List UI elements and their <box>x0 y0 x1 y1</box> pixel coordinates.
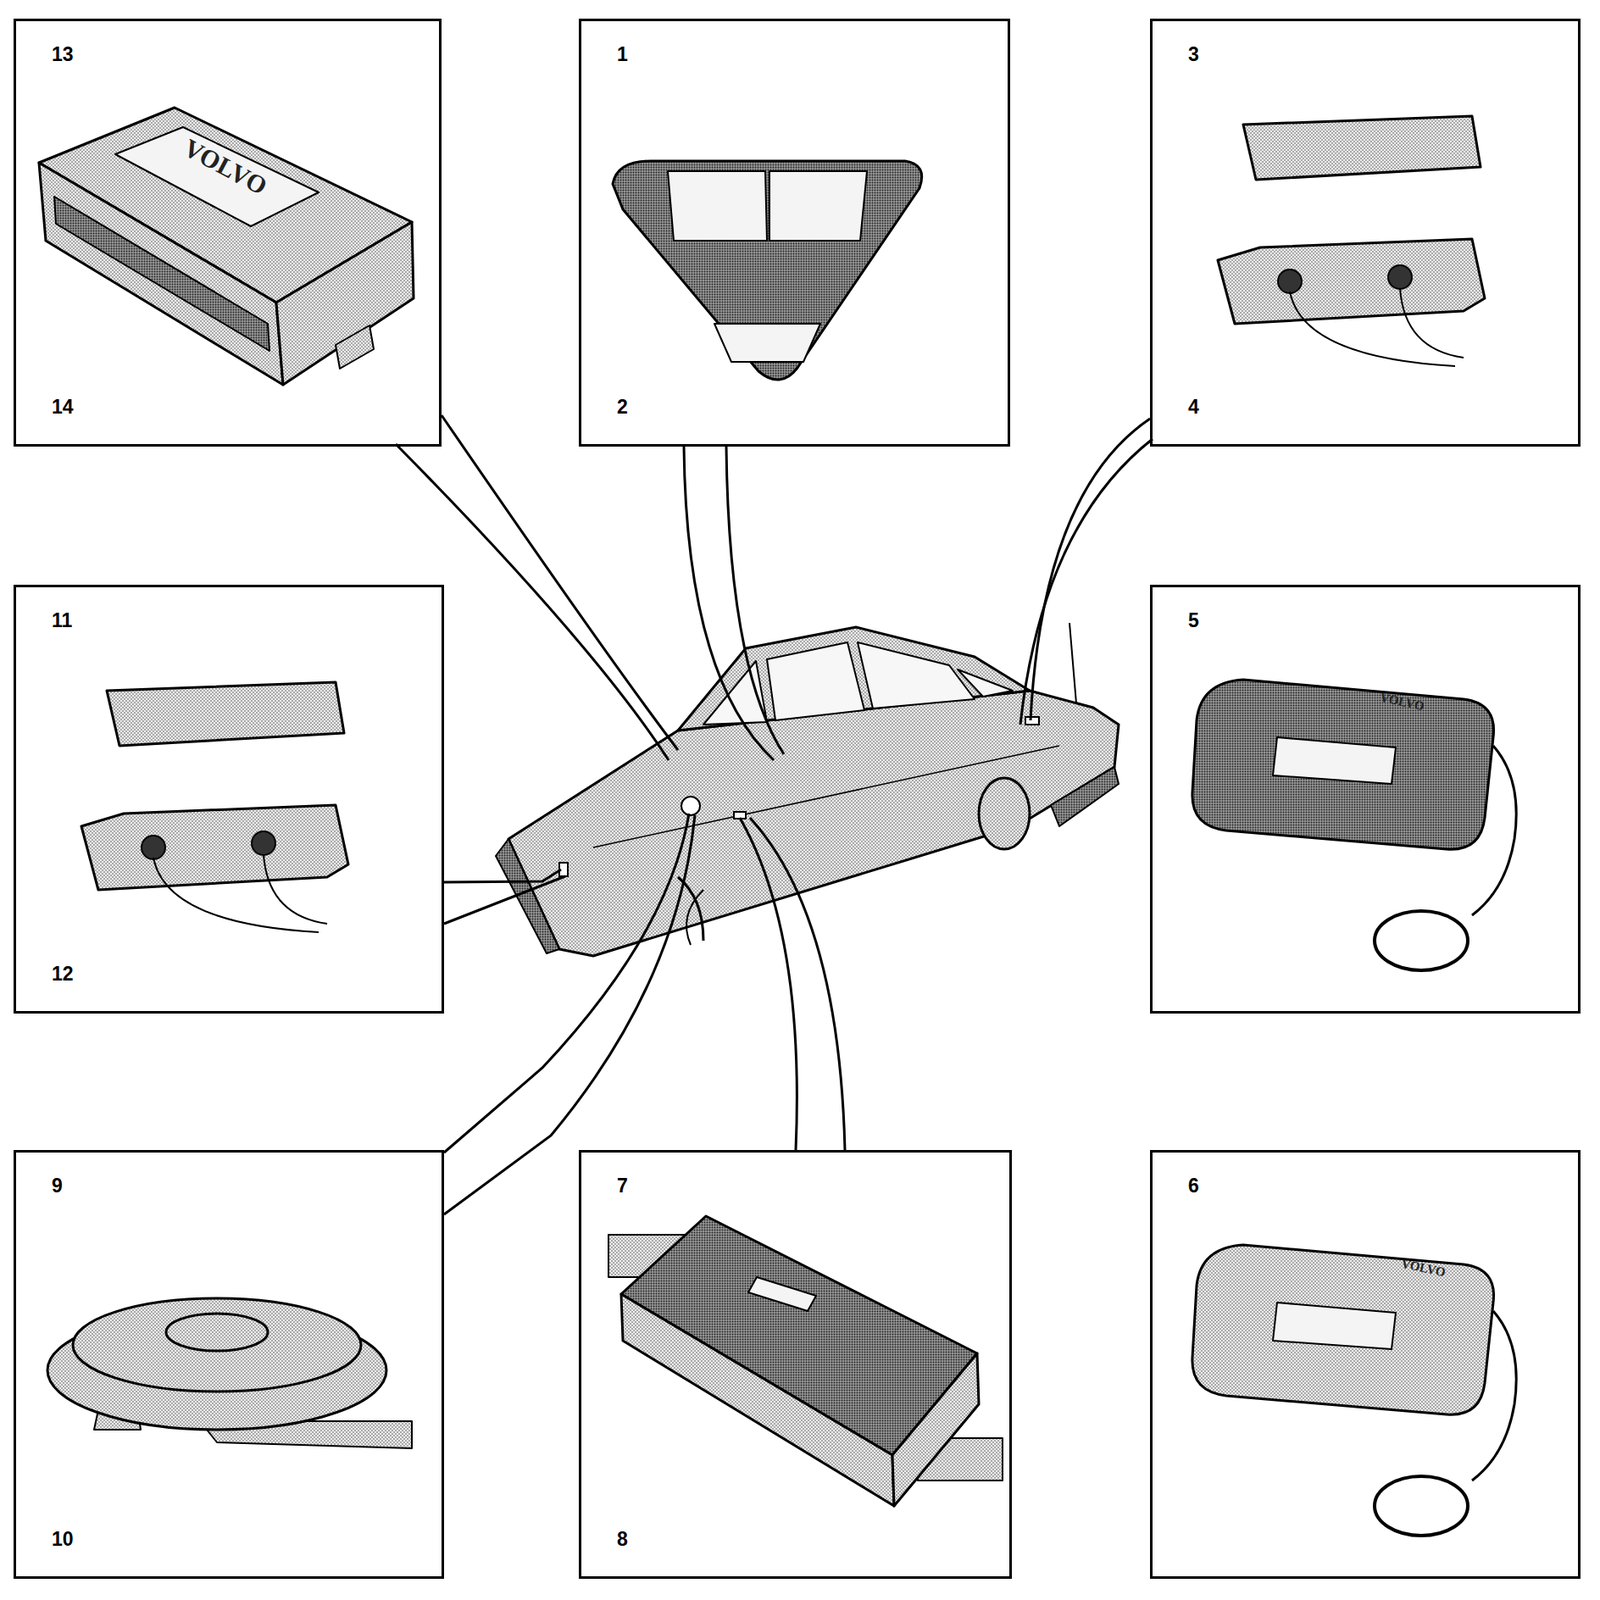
terminal <box>1277 269 1302 294</box>
key-chain <box>1472 745 1517 916</box>
callout-number: 7 <box>616 1174 628 1198</box>
leader-line <box>683 446 774 761</box>
wheel <box>686 889 704 945</box>
leader-line <box>739 817 797 1150</box>
terminal <box>1388 265 1412 289</box>
speaker-grille <box>714 323 821 362</box>
reed-switch <box>1217 238 1485 324</box>
terminal <box>251 831 276 856</box>
callout-number: 5 <box>1188 609 1200 633</box>
callout-number: 11 <box>51 609 73 633</box>
terminal <box>141 835 166 860</box>
hood-line <box>508 730 678 839</box>
car-cabin <box>677 627 1030 731</box>
indicator-panel <box>612 161 923 380</box>
part-panel: 11 12 <box>13 584 445 1014</box>
remote-control <box>1192 1244 1517 1536</box>
magnet <box>1243 116 1481 180</box>
car-body <box>508 690 1119 956</box>
part-panel: 9 10 <box>13 1150 445 1579</box>
part-panel: 13 14 <box>13 18 442 447</box>
wire <box>1400 288 1464 358</box>
module-side <box>276 222 414 385</box>
callout-number: 4 <box>1188 395 1200 419</box>
callout-number: 6 <box>1188 1174 1200 1198</box>
callout-number: 10 <box>51 1527 74 1551</box>
horn-mark <box>681 796 700 816</box>
car-bumper <box>1050 766 1119 827</box>
unit-side <box>621 1294 895 1506</box>
fob-body <box>1192 679 1495 850</box>
magnetic-switch <box>81 682 349 933</box>
leader-line <box>1020 438 1153 725</box>
indicator-lamp <box>667 171 767 241</box>
control-module <box>38 107 414 385</box>
part-panel: 78 <box>578 1150 1012 1579</box>
leader-line <box>726 446 784 755</box>
part-panel: 5 <box>1150 584 1581 1014</box>
wire <box>263 854 328 924</box>
leader-line <box>444 869 562 883</box>
remote-control <box>1192 679 1517 971</box>
magnet <box>106 682 345 746</box>
callout-number: 2 <box>616 395 628 419</box>
unit-end <box>892 1353 979 1506</box>
sensor-unit <box>608 1216 1003 1506</box>
module-tab <box>335 325 374 369</box>
wire <box>1289 291 1456 367</box>
leader-lines <box>395 415 1153 1215</box>
fob-button <box>1272 737 1396 784</box>
key-ring <box>1374 1476 1468 1536</box>
key-ring <box>1374 911 1468 971</box>
car-illustration <box>495 622 1119 956</box>
leader-line <box>441 415 678 750</box>
siren <box>47 1298 412 1449</box>
fob-body <box>1192 1244 1495 1415</box>
callout-number: 14 <box>51 395 74 419</box>
leader-line <box>444 813 689 1153</box>
indicator-housing <box>612 161 923 380</box>
part-panel: 12 <box>578 18 1011 447</box>
antenna <box>1069 622 1077 704</box>
switch-mark <box>1025 716 1039 725</box>
leader-line <box>395 444 669 761</box>
magnetic-switch <box>1217 116 1485 367</box>
indicator-lamp <box>769 171 867 241</box>
module-label-plate <box>115 127 319 227</box>
leader-line <box>750 817 845 1150</box>
unit-label <box>748 1277 817 1312</box>
callout-number: 12 <box>51 962 74 986</box>
module-connector <box>54 196 270 351</box>
window <box>766 642 865 721</box>
wire <box>153 857 319 933</box>
fob-button <box>1272 1302 1396 1350</box>
part-panel: 6 <box>1150 1150 1581 1579</box>
siren-cap <box>166 1313 268 1351</box>
key-chain <box>1472 1311 1517 1481</box>
reed-switch <box>81 805 349 890</box>
wheel <box>978 777 1030 850</box>
callout-number: 1 <box>616 43 628 67</box>
callout-number: 3 <box>1188 43 1200 67</box>
callout-number: 8 <box>616 1527 628 1551</box>
leader-line <box>1030 418 1150 721</box>
siren-cone <box>72 1298 362 1392</box>
callout-number: 13 <box>51 43 74 67</box>
window <box>957 669 1013 697</box>
unit-mark <box>733 811 746 819</box>
leader-line <box>444 876 566 924</box>
leader-line <box>444 815 695 1215</box>
window <box>857 642 975 709</box>
callout-number: 9 <box>51 1174 63 1198</box>
part-panel: 34 <box>1150 18 1581 447</box>
car-bumper <box>495 838 560 954</box>
